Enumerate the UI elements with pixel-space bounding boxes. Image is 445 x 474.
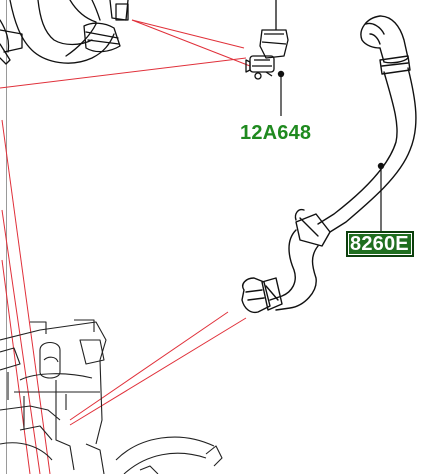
connector-12a648-drawing bbox=[245, 0, 289, 80]
frame-edge-line bbox=[6, 0, 7, 474]
part-label-8260e: 8260E bbox=[346, 231, 414, 257]
hose-8260e-drawing bbox=[241, 15, 417, 314]
red-leader-lines bbox=[0, 19, 251, 474]
lower-left-engine-assembly bbox=[0, 319, 223, 474]
leader-8260e bbox=[377, 162, 385, 232]
part-label-12a648: 12A648 bbox=[240, 122, 312, 144]
upper-left-hose-assembly bbox=[0, 0, 129, 65]
leader-12a648 bbox=[277, 70, 285, 116]
